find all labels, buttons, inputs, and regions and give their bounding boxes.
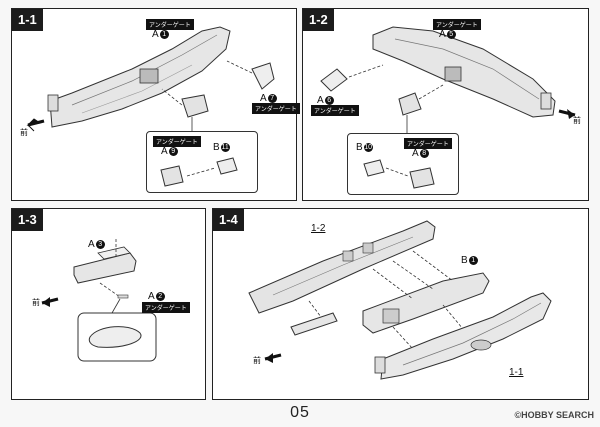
assembly-ref-label: 1-1 (509, 367, 524, 378)
front-direction-label: 前 (20, 128, 28, 137)
detail-illustration (363, 159, 435, 189)
underside-gate-tag: アンダーゲート (142, 302, 190, 313)
underside-gate-tag: アンダーゲート (404, 138, 452, 149)
step-illustration (320, 26, 576, 135)
page-number: 05 (290, 404, 310, 421)
watermark: ©HOBBY SEARCH (514, 410, 594, 420)
step-number: 1-2 (303, 9, 334, 31)
step-illustration (41, 239, 157, 362)
step-illustration (26, 26, 275, 133)
front-direction-label: 前 (32, 298, 40, 307)
underside-gate-tag: アンダーゲート (311, 105, 359, 116)
front-direction-label: 前 (573, 116, 581, 125)
underside-gate-tag: アンダーゲート (153, 136, 201, 147)
assembly-ref-label: 1-2 (311, 223, 326, 234)
step-number: 1-4 (213, 209, 244, 231)
detail-illustration (160, 157, 238, 187)
step-panel-1-4: 1-4 1-2 (212, 208, 589, 400)
underside-gate-tag: アンダーゲート (252, 103, 300, 114)
step-illustration (248, 220, 552, 380)
underside-gate-tag: アンダーゲート (433, 19, 481, 30)
step-number: 1-1 (12, 9, 43, 31)
underside-gate-tag: アンダーゲート (146, 19, 194, 30)
step-number: 1-3 (12, 209, 43, 231)
front-direction-label: 前 (253, 356, 261, 365)
